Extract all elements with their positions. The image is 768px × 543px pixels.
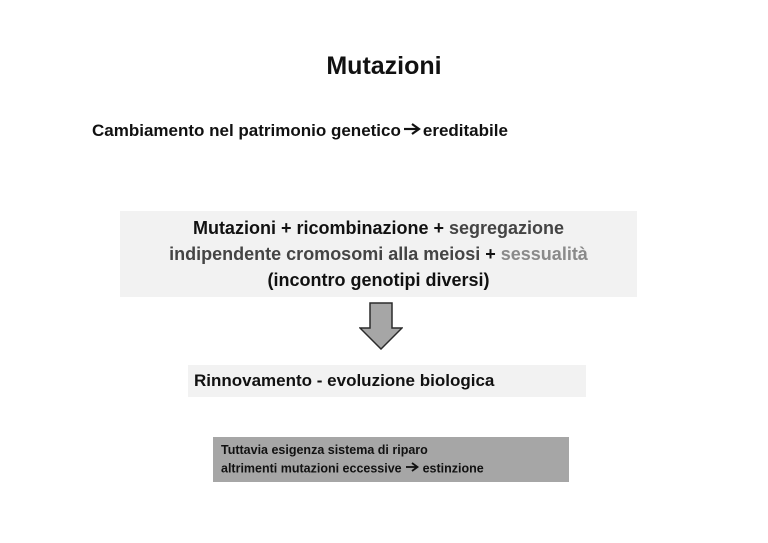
factors-line-2: indipendente cromosomi alla meiosi + ses… <box>120 241 637 267</box>
note-box: Tuttavia esigenza sistema di riparo altr… <box>213 437 569 482</box>
slide-title: Mutazioni <box>326 52 442 80</box>
note-line-2: altrimenti mutazioni eccessive estinzion… <box>221 459 569 479</box>
down-arrow-icon <box>358 302 404 351</box>
factor-plus: + <box>480 244 501 264</box>
factor-mutazioni: Mutazioni + <box>192 218 297 238</box>
factors-line-1: Mutazioni + ricombinazione + segregazion… <box>120 215 637 241</box>
note-line-1: Tuttavia esigenza sistema di riparo <box>221 443 428 457</box>
definition-text: Cambiamento nel patrimonio genetico <box>92 120 401 140</box>
factor-ricombinazione: ricombinazione + <box>296 218 449 238</box>
factor-meiosi: indipendente cromosomi alla meiosi <box>169 244 481 264</box>
factors-box: Mutazioni + ricombinazione + segregazion… <box>120 211 637 297</box>
right-arrow-icon <box>403 120 421 140</box>
factors-line-3: (incontro genotipi diversi) <box>267 270 490 290</box>
right-arrow-icon <box>405 459 420 477</box>
note-cause: altrimenti mutazioni eccessive <box>221 461 406 476</box>
note-effect: estinzione <box>419 461 484 476</box>
definition-result: ereditabile <box>422 120 508 140</box>
factor-sessualita: sessualità <box>500 244 588 264</box>
result-box: Rinnovamento - evoluzione biologica <box>188 365 586 397</box>
definition-line: Cambiamento nel patrimonio genetico eredi… <box>92 120 508 143</box>
factor-segregazione: segregazione <box>449 218 565 238</box>
